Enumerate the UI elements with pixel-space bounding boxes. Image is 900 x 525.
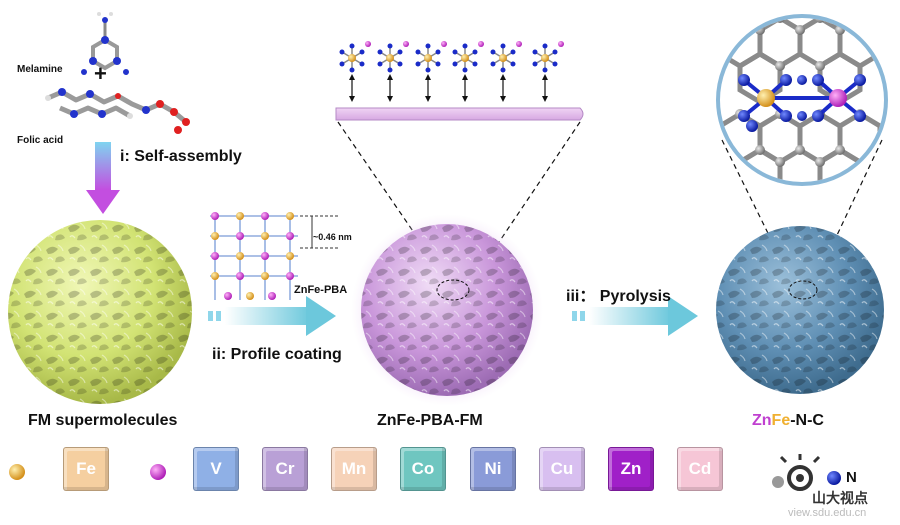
metal-symbol: Cd	[688, 459, 712, 478]
metal-tile-ni: Ni	[470, 447, 516, 491]
fe-atom-legend	[9, 464, 25, 480]
metal-tile-v: V	[193, 447, 239, 491]
ligand-molecule	[532, 41, 564, 102]
n-atom-legend	[827, 471, 841, 485]
coating-plate	[335, 107, 584, 121]
znfe-n-c-sphere	[716, 226, 884, 394]
zn-atom-legend	[150, 464, 166, 480]
metal-symbol: Cr	[275, 459, 295, 478]
watermark-logo	[772, 454, 821, 491]
plus-sign: +	[94, 61, 107, 86]
self-assembly-arrow	[86, 142, 120, 214]
watermark-url: view.sdu.edu.cn	[788, 507, 867, 519]
metal-symbol: Co	[411, 459, 435, 478]
metal-symbol: V	[210, 459, 222, 478]
ligand-molecule	[452, 41, 484, 102]
lattice-spacing-label: ~0.46 nm	[313, 232, 352, 242]
metal-symbol: Zn	[620, 459, 642, 478]
znfe-pba-fm-label: ZnFe-PBA-FM	[377, 412, 483, 429]
metal-tile-cd: Cd	[677, 447, 723, 491]
ligand-molecule	[415, 41, 447, 102]
profile-coating-label: ii: Profile coating	[212, 346, 342, 363]
metal-tile-zn: Zn	[608, 447, 654, 491]
folic-acid-molecule	[45, 88, 190, 134]
metal-tile-cr: Cr	[262, 447, 308, 491]
fm-supermolecule-sphere	[8, 220, 192, 404]
melamine-molecule	[81, 12, 129, 75]
product-fe-text: Fe	[771, 412, 791, 429]
pyrolysis-label: iii： Pyrolysis	[566, 288, 671, 305]
surface-molecules	[339, 41, 564, 102]
melamine-label: Melamine	[17, 64, 63, 75]
folic-acid-label: Folic acid	[17, 135, 64, 146]
metal-symbol: Mn	[341, 459, 367, 478]
metal-symbol: Fe	[76, 459, 96, 478]
profile-coating-arrow	[208, 296, 336, 336]
metal-tile-mn: Mn	[331, 447, 377, 491]
metal-symbol: Cu	[550, 459, 574, 478]
metal-tile-co: Co	[400, 447, 446, 491]
znfe-pba-label: ZnFe-PBA	[294, 284, 348, 296]
znfe-pba-lattice	[210, 212, 340, 300]
znfe-n-c-label: ZnFe-N-C	[752, 412, 824, 430]
metal-tile-fe: Fe	[63, 447, 109, 491]
ligand-molecule	[490, 41, 522, 102]
metal-tile-cu: Cu	[539, 447, 585, 491]
znfe-pba-fm-sphere	[351, 214, 543, 406]
product-zn-text: Zn	[752, 412, 772, 429]
pyrolysis-arrow	[572, 296, 698, 336]
product-rest-text: -N-C	[790, 412, 824, 429]
atomic-structure-zoom	[716, 14, 888, 186]
watermark-text: 山大视点	[812, 490, 868, 506]
self-assembly-label: i: Self-assembly	[120, 148, 242, 165]
ligand-molecule	[339, 41, 371, 102]
fm-supermolecules-label: FM supermolecules	[28, 412, 178, 429]
ligand-molecule	[377, 41, 409, 102]
n-legend-label: N	[846, 469, 857, 486]
metal-symbol: Ni	[484, 459, 502, 478]
